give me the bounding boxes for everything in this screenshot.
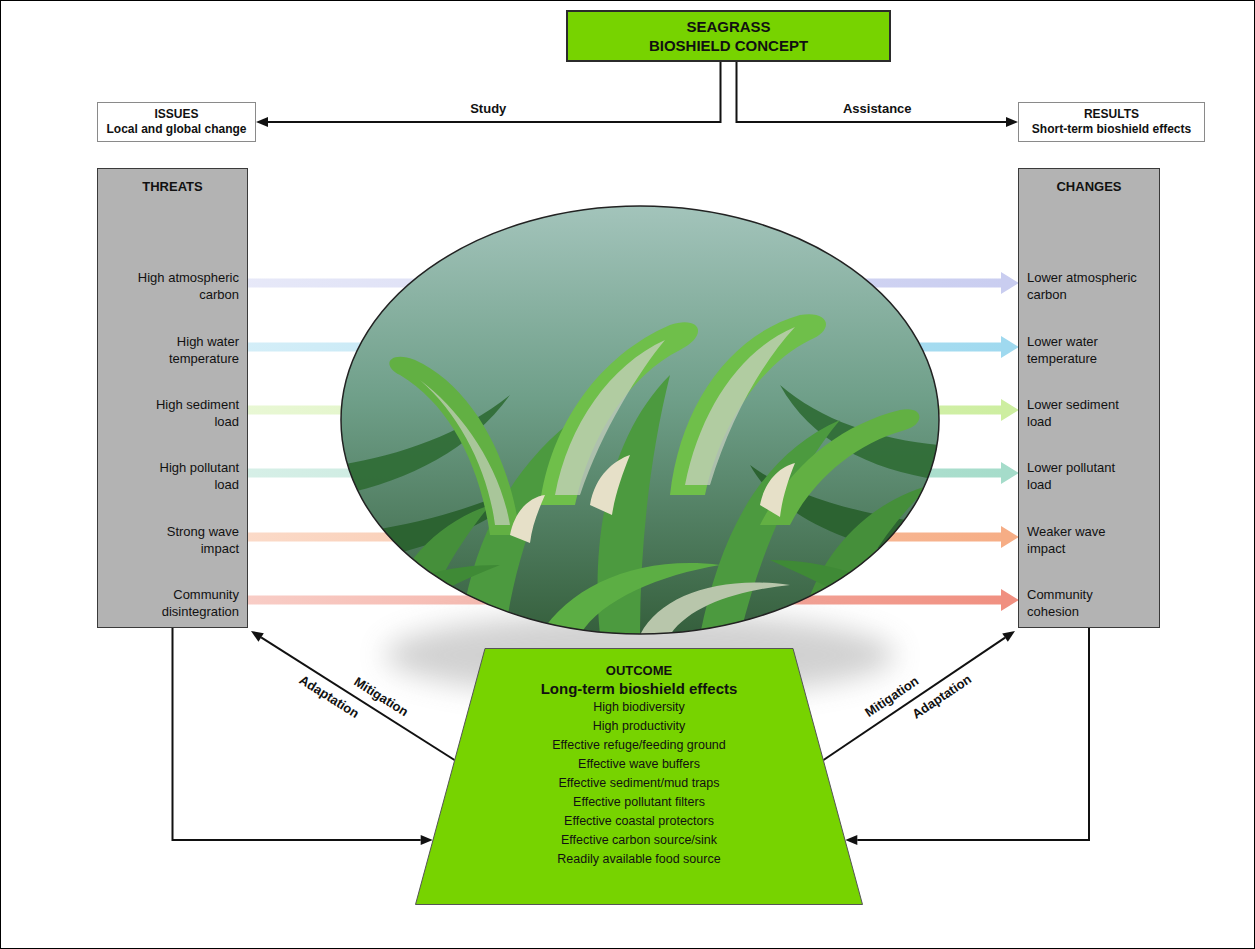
node-heading: ISSUES [154, 107, 198, 122]
change-item: Lower sediment load [1019, 396, 1159, 430]
list-item: High biodiversity [593, 698, 685, 717]
node-heading: OUTCOME [606, 662, 672, 679]
panel-heading: THREATS [98, 179, 247, 195]
node-heading: RESULTS [1084, 107, 1139, 122]
photo-outline [341, 206, 939, 634]
outcome-trapezoid: OUTCOMELong-term bioshield effectsHigh b… [415, 648, 863, 905]
node-subheading: Local and global change [106, 122, 246, 137]
seagrass-blade [389, 357, 520, 535]
node-text: SEAGRASS BIOSHIELD CONCEPT [646, 17, 811, 55]
connector-arrow [256, 62, 721, 127]
seagrass-blade [340, 565, 500, 635]
list-item: Effective sediment/mud traps [559, 774, 720, 793]
node-text: Lower atmospheric carbon [1027, 269, 1139, 303]
arrow-head [1001, 399, 1019, 421]
node-text: High water temperature [134, 333, 239, 367]
list-item: Effective wave buffers [578, 755, 700, 774]
threat-item: High pollutant load [98, 459, 247, 493]
changes-panel: CHANGES Lower atmospheric carbonLower wat… [1018, 168, 1160, 628]
epiphyte-cover [420, 380, 510, 525]
change-item: Lower pollutant load [1019, 459, 1159, 493]
list-item: Effective refuge/feeding ground [552, 736, 726, 755]
arrow-head [256, 117, 268, 127]
leaf-sheath [510, 495, 545, 543]
arrow-head [1001, 336, 1019, 358]
change-item: Lower water temperature [1019, 333, 1159, 367]
arrow-head [251, 631, 264, 642]
change-item: Weaker wave impact [1019, 523, 1159, 557]
arrow-shaft [737, 62, 1007, 122]
edge-label: Assistance [841, 101, 914, 117]
node-text: Lower water temperature [1027, 333, 1139, 367]
arrow-head [1002, 631, 1015, 642]
node-text: Community disintegration [134, 586, 239, 620]
concept-box: SEAGRASS BIOSHIELD CONCEPT [566, 10, 891, 62]
leaf-sheath [590, 455, 630, 515]
epiphyte-cover [685, 327, 795, 485]
seagrass-photo [340, 205, 940, 635]
results-box: RESULTSShort-term bioshield effects [1018, 102, 1205, 142]
leaf-sheath [760, 463, 795, 517]
trapezoid-fill [416, 649, 863, 905]
threat-item: High water temperature [98, 333, 247, 367]
seagrass-blade [760, 409, 919, 525]
arrow-head [1006, 117, 1018, 127]
list-item: High productivity [593, 717, 685, 736]
node-text: Lower pollutant load [1027, 459, 1139, 493]
arrow-head [845, 835, 857, 845]
node-text: High sediment load [134, 396, 239, 430]
threats-panel: THREATS High atmospheric carbonHigh water… [97, 168, 248, 628]
list-item: Effective pollutant filters [573, 793, 705, 812]
node-text: Strong wave impact [134, 523, 239, 557]
change-item: Community cohesion [1019, 586, 1159, 620]
issues-box: ISSUESLocal and global change [97, 102, 256, 142]
list-item: Effective carbon source/sink [561, 831, 717, 850]
node-text: High atmospheric carbon [134, 269, 239, 303]
arrow-head [1001, 272, 1019, 294]
threat-item: High sediment load [98, 396, 247, 430]
seagrass-blade [770, 560, 940, 635]
arrow-head [1001, 462, 1019, 484]
node-text: Lower sediment load [1027, 396, 1139, 430]
node-subheading: Short-term bioshield effects [1032, 122, 1191, 137]
arrow-head [421, 835, 433, 845]
list-item: Readily available food source [557, 850, 720, 869]
threat-item: High atmospheric carbon [98, 269, 247, 303]
node-text: High pollutant load [134, 459, 239, 493]
connector-arrow [737, 62, 1019, 127]
node-text: Community cohesion [1027, 586, 1139, 620]
change-item: Lower atmospheric carbon [1019, 269, 1159, 303]
list-item: Effective coastal protectors [564, 812, 714, 831]
arrow-head [1001, 589, 1019, 611]
water-ground [340, 205, 940, 635]
threat-item: Strong wave impact [98, 523, 247, 557]
arrow-head [1001, 526, 1019, 548]
panel-heading: CHANGES [1019, 179, 1159, 195]
seagrass-scene [340, 205, 940, 635]
node-text: Weaker wave impact [1027, 523, 1139, 557]
threat-item: Community disintegration [98, 586, 247, 620]
arrow-shaft [268, 62, 721, 122]
edge-label: Study [468, 101, 508, 117]
node-subheading: Long-term bioshield effects [541, 679, 738, 698]
